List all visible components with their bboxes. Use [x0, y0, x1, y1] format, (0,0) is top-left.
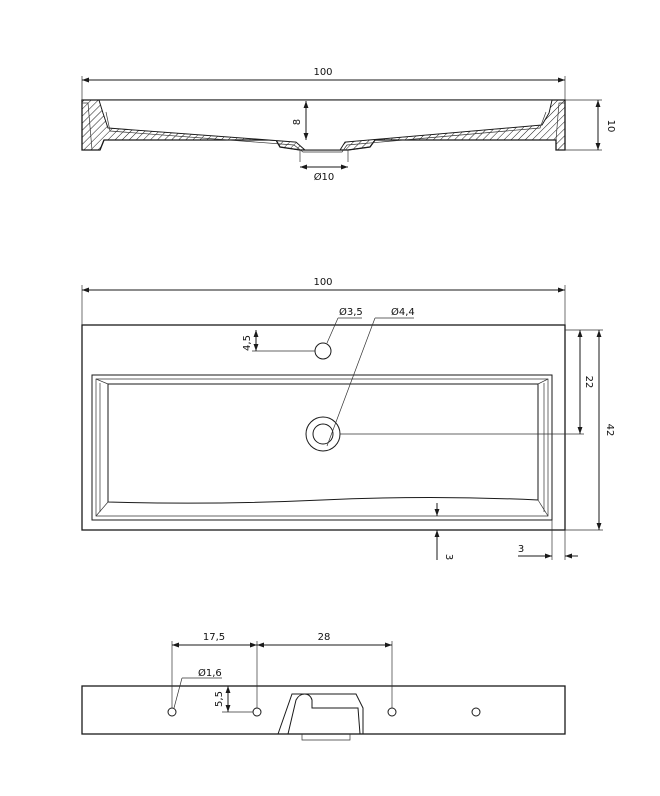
spacing-2-label: 28: [318, 632, 331, 643]
depth-label: 42: [604, 424, 615, 437]
drain-outer: [305, 416, 341, 452]
side-margin-label: 3: [518, 544, 524, 555]
section-width-label: 100: [313, 67, 332, 78]
front-outline: [81, 685, 566, 735]
section-inner: [98, 99, 553, 151]
section-view: 100 10 8 Ø10: [81, 67, 616, 183]
hole-label: Ø1,6: [198, 667, 222, 679]
overflow-cutout: [277, 693, 364, 735]
top-width-label: 100: [313, 277, 332, 288]
drain-offset-label: 22: [583, 376, 594, 389]
mount-hole-3: [387, 707, 397, 717]
tap-offset-label: 4,5: [242, 335, 253, 351]
tap-hole-label: Ø3,5: [339, 306, 363, 318]
mount-hole-2: [252, 707, 262, 717]
section-drain-label: Ø10: [314, 171, 335, 183]
hole-height-label: 5,5: [214, 691, 225, 707]
drain-label: Ø4,4: [391, 306, 415, 318]
front-margin-label: 3: [443, 554, 454, 560]
bowl-inner: [107, 383, 539, 504]
spacing-1-label: 17,5: [203, 632, 225, 643]
top-outline: [81, 324, 566, 531]
drain-inner: [312, 423, 334, 445]
tap-hole: [314, 342, 332, 360]
mount-hole-1: [167, 707, 177, 717]
front-view: 17,5 28 Ø1,6 5,5: [81, 632, 566, 741]
section-depth-label: 8: [292, 119, 303, 125]
mount-hole-4: [471, 707, 481, 717]
section-height-label: 10: [605, 120, 616, 133]
top-view: 100 Ø3,5 Ø4,4 4,5 22 42 3 3: [81, 277, 615, 560]
